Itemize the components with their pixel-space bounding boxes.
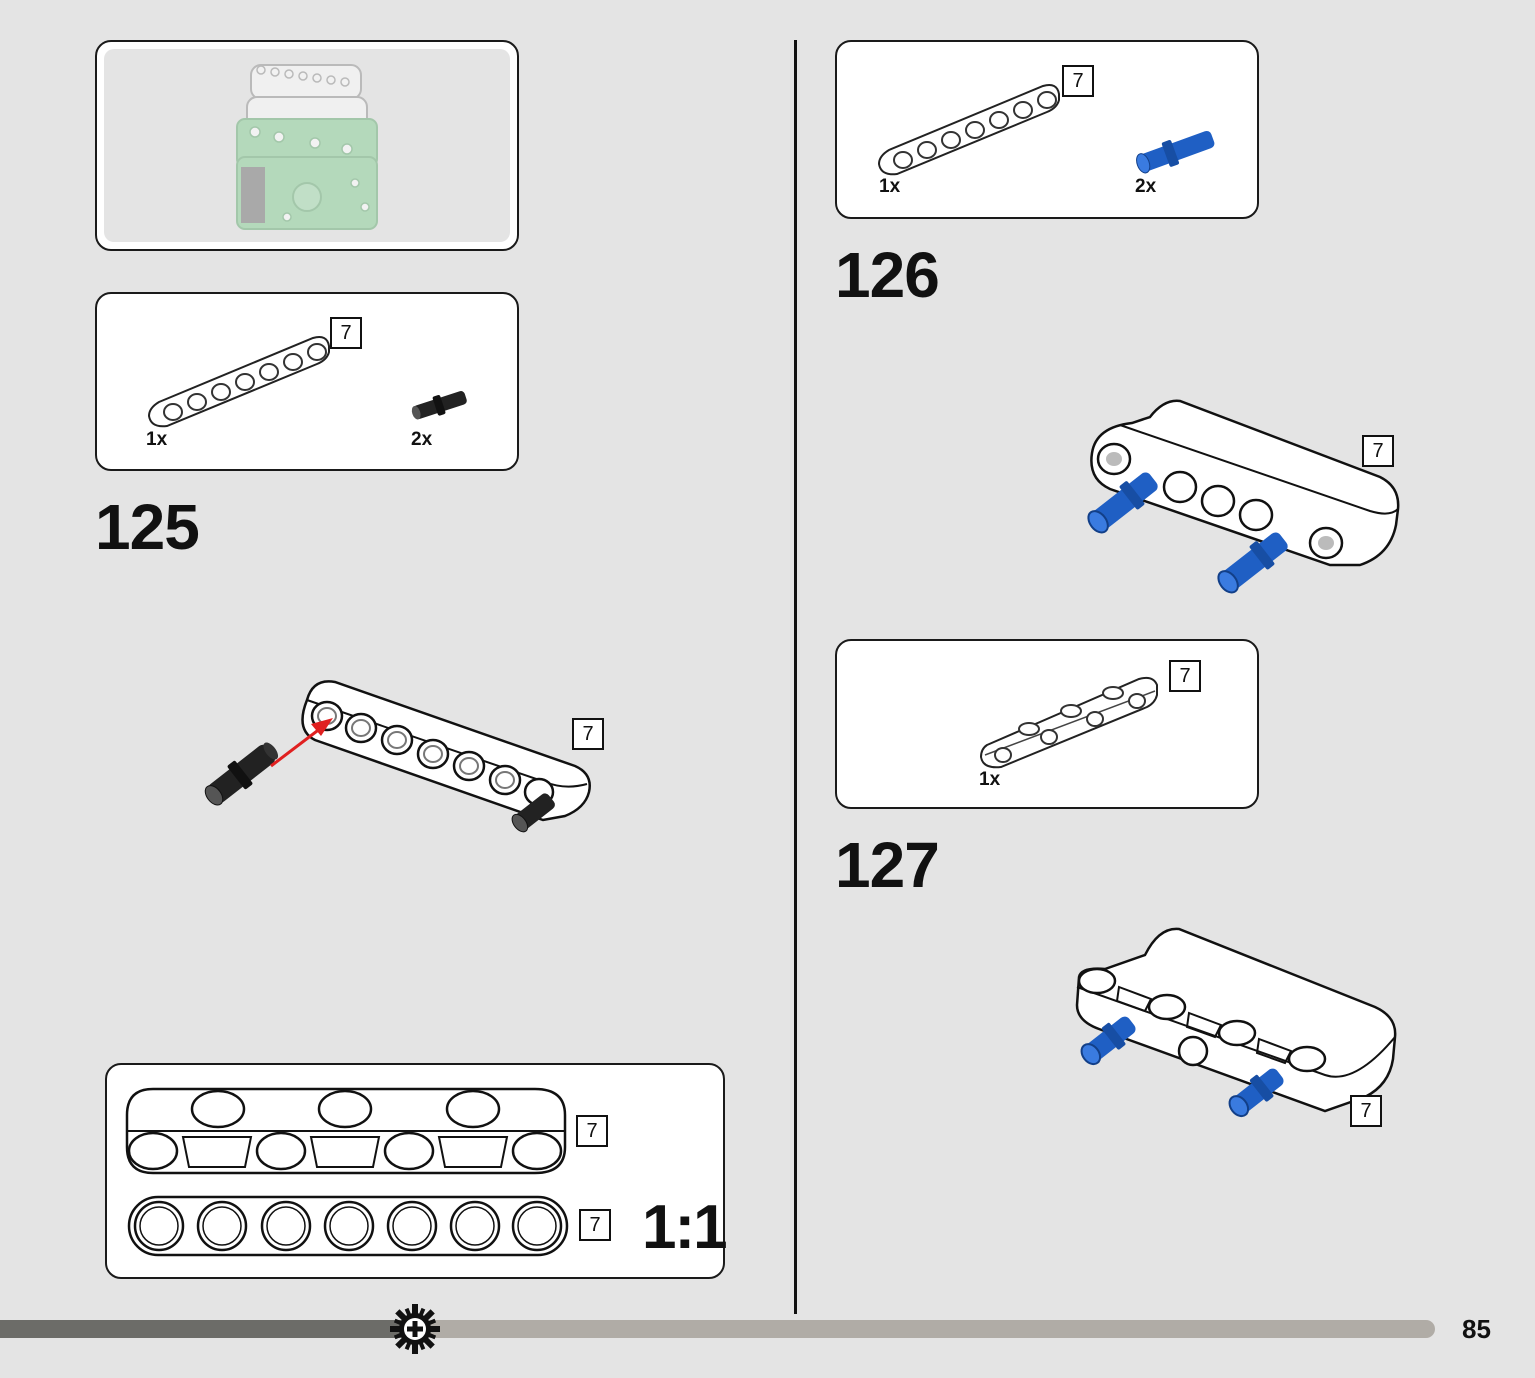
beam-length-badge: 7: [330, 317, 362, 349]
beam-length-badge: 7: [579, 1209, 611, 1241]
step-127-parts-list: 7 1x: [835, 639, 1259, 809]
column-divider: [794, 40, 797, 1314]
beam-7-part-icon: [147, 336, 330, 428]
beam-length-badge: 7: [572, 718, 604, 750]
beam-length-badge: 7: [1062, 65, 1094, 97]
step-125-illustration: [204, 680, 591, 833]
beam-length-badge: 7: [1362, 435, 1394, 467]
step-127-illustration: [1075, 927, 1397, 1118]
beam-length-badge: 7: [1350, 1095, 1382, 1127]
step-number: 127: [835, 829, 940, 901]
blue-pin-part-icon: [1136, 130, 1215, 174]
part-quantity: 1x: [879, 176, 901, 197]
beam-length-badge: 7: [1169, 660, 1201, 692]
scale-reference-box: 7 7 1:1: [105, 1063, 728, 1279]
beam-7-thin-part-icon: [979, 676, 1158, 769]
step-number: 126: [835, 239, 940, 311]
previous-assembly-preview: [95, 40, 519, 251]
scale-label: 1:1: [642, 1193, 728, 1262]
step-126-parts-list: 7 1x 2x: [835, 40, 1259, 219]
part-quantity: 2x: [1135, 176, 1157, 197]
step-126-illustration: [1087, 399, 1400, 594]
beam-length-badge: 7: [576, 1115, 608, 1147]
ghost-assembly-illustration: [236, 64, 378, 230]
black-pin-part-icon: [411, 391, 467, 420]
gear-icon: [390, 1304, 440, 1354]
step-number: 125: [95, 491, 200, 563]
progress-bar-completed: [0, 1320, 415, 1338]
beam-7-part-icon: [877, 84, 1060, 176]
part-quantity: 1x: [979, 769, 1001, 790]
beam-7-thin-top-view: [125, 1087, 567, 1175]
page-number: 85: [1462, 1314, 1491, 1344]
part-quantity: 1x: [146, 429, 168, 450]
arrow-icon: [270, 726, 322, 768]
beam-7-side-view: [127, 1195, 569, 1257]
step-125-parts-list: 7 1x 2x: [95, 292, 519, 471]
progress-bar-remaining: [415, 1320, 1435, 1338]
part-quantity: 2x: [411, 429, 433, 450]
